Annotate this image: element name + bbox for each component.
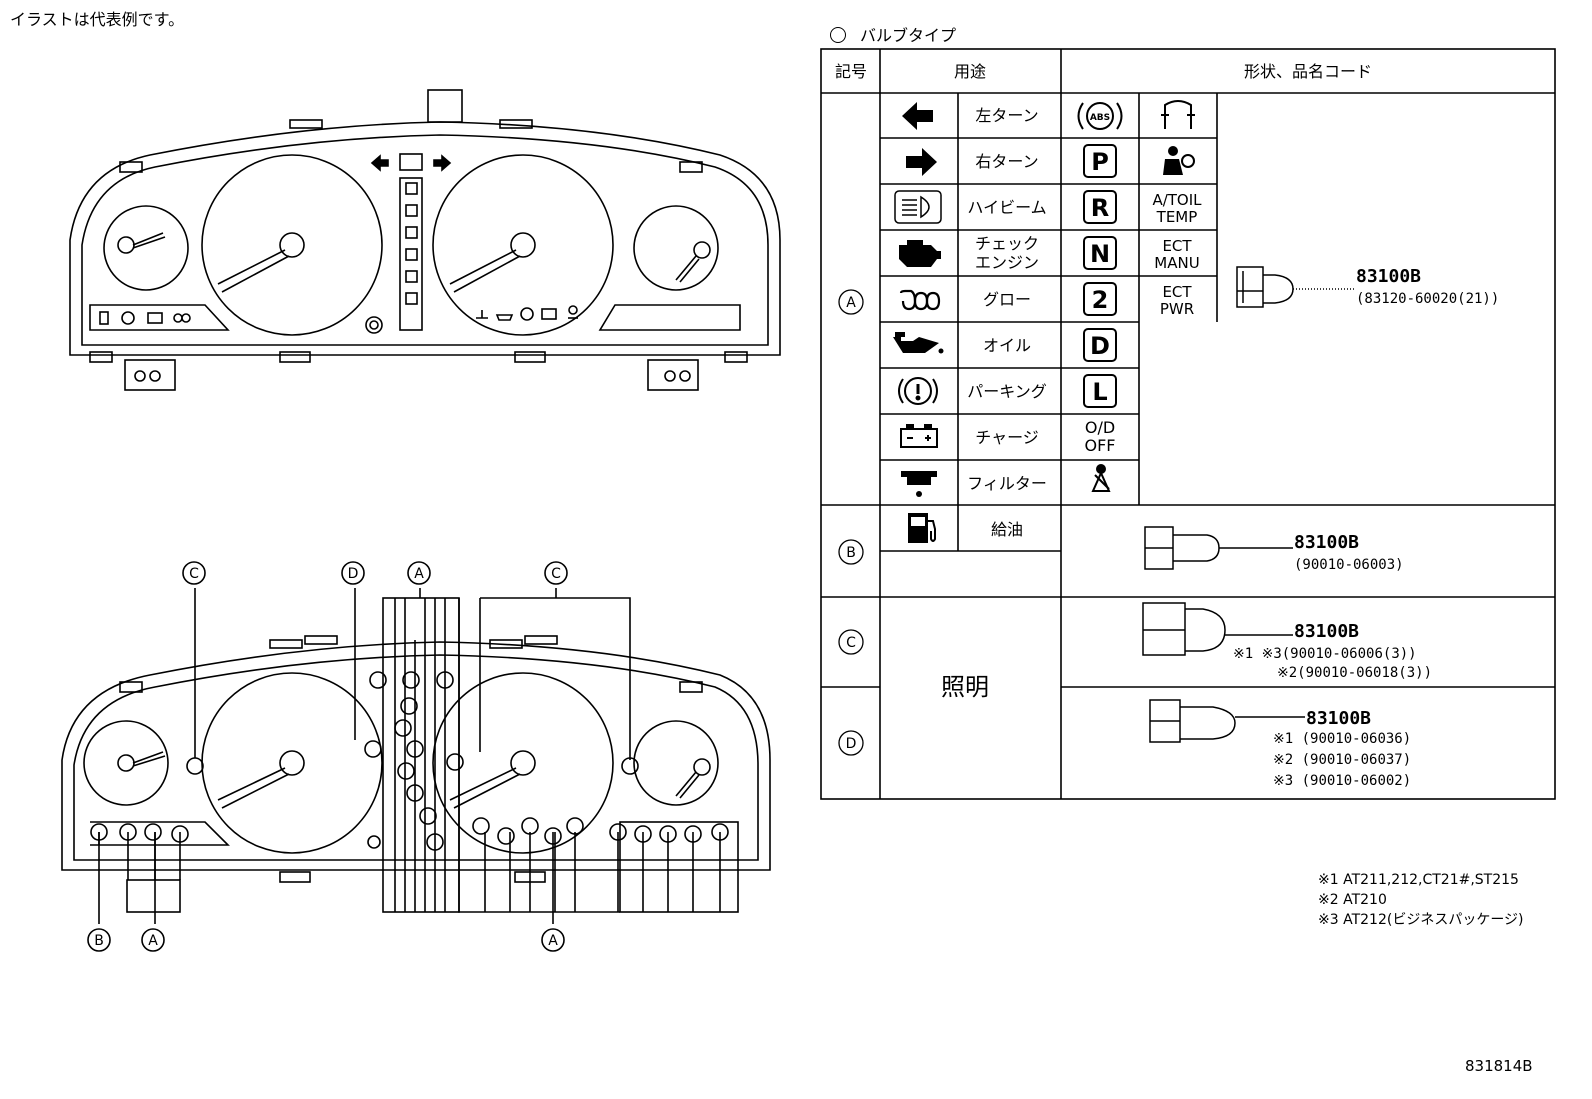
cluster-top-illustration bbox=[69, 89, 781, 391]
check-engine-icon bbox=[899, 240, 941, 267]
row-d-symbol: D bbox=[846, 736, 857, 752]
footnote-3: ※3 AT212(ビジネスパッケージ) bbox=[1318, 912, 1524, 928]
header-shape-code: 形状、品名コード bbox=[1244, 62, 1372, 81]
part-b-sub: (90010-06003) bbox=[1294, 557, 1404, 573]
ect-pwr-top: ECT bbox=[1162, 283, 1192, 301]
gear-r: R bbox=[1091, 194, 1109, 222]
fuel-pump-icon bbox=[908, 513, 936, 543]
bulb-c-icon bbox=[1142, 602, 1293, 656]
at-oil-label: A/TOIL bbox=[1152, 191, 1202, 209]
gear-n: N bbox=[1090, 240, 1110, 268]
temp-label: TEMP bbox=[1156, 208, 1198, 226]
footnotes: ※1 AT211,212,CT21#,ST215 ※2 AT210 ※3 AT2… bbox=[1318, 870, 1524, 930]
gear-p: P bbox=[1091, 148, 1109, 176]
use-check-engine-1: チェック bbox=[975, 234, 1039, 253]
ect-pwr-bottom: PWR bbox=[1160, 300, 1194, 318]
diagram-label-b: B bbox=[94, 933, 104, 949]
header-use: 用途 bbox=[954, 62, 986, 81]
od-bottom: OFF bbox=[1085, 436, 1116, 455]
drawing-number: 831814B bbox=[1465, 1057, 1533, 1075]
footnote-2: ※2 AT210 bbox=[1318, 892, 1387, 908]
diagram-label-a-left: A bbox=[148, 933, 158, 949]
part-d-sub2: ※2 (90010-06037) bbox=[1273, 752, 1411, 768]
left-turn-icon bbox=[902, 102, 933, 130]
fuel-filter-icon bbox=[901, 471, 937, 497]
use-left-turn: 左ターン bbox=[975, 106, 1038, 125]
use-high-beam: ハイビーム bbox=[967, 198, 1046, 217]
diagram-label-d: D bbox=[348, 566, 359, 582]
door-ajar-icon bbox=[1161, 100, 1195, 129]
header-symbol: 記号 bbox=[835, 62, 867, 81]
diagram-label-a-top: A bbox=[414, 566, 424, 582]
use-icons bbox=[893, 102, 944, 543]
high-beam-icon bbox=[894, 190, 942, 224]
ect-manu-bottom: MANU bbox=[1154, 254, 1199, 272]
bulb-a-icon bbox=[1236, 266, 1355, 308]
oil-pressure-icon bbox=[893, 332, 944, 354]
part-a-sub: (83120-60020(21)) bbox=[1356, 291, 1499, 307]
use-illumination: 照明 bbox=[941, 673, 989, 701]
use-check-engine-2: エンジン bbox=[975, 253, 1039, 272]
diagram-label-c-right: C bbox=[551, 566, 561, 582]
row-a-symbol: A bbox=[846, 295, 856, 311]
use-fuel: 給油 bbox=[991, 520, 1023, 539]
right-turn-icon bbox=[906, 148, 937, 176]
part-b: 83100B bbox=[1294, 532, 1359, 553]
seatbelt-icon bbox=[1091, 464, 1111, 492]
part-c-sub2: ※2(90010-06018(3)) bbox=[1277, 665, 1432, 681]
airbag-icon bbox=[1163, 146, 1195, 175]
use-right-turn: 右ターン bbox=[975, 152, 1038, 171]
charge-battery-icon bbox=[900, 424, 938, 448]
gear-2: 2 bbox=[1092, 286, 1109, 314]
part-a: 83100B bbox=[1356, 266, 1421, 287]
use-glow: グロー bbox=[983, 290, 1031, 309]
use-parking: パーキング bbox=[967, 382, 1047, 401]
gear-d: D bbox=[1090, 332, 1110, 360]
part-c: 83100B bbox=[1294, 621, 1359, 642]
row-b-symbol: B bbox=[846, 545, 856, 561]
row-c-symbol: C bbox=[846, 635, 856, 651]
part-d-sub1: ※1 (90010-06036) bbox=[1273, 731, 1411, 747]
diagram-label-a-bottom: A bbox=[548, 933, 558, 949]
bulb-d-icon bbox=[1149, 699, 1305, 743]
part-c-sub1: ※1 ※3(90010-06006(3)) bbox=[1233, 646, 1417, 662]
gear-l: L bbox=[1092, 378, 1107, 406]
cluster-bottom-illustration bbox=[61, 561, 771, 952]
legend-text: バルブタイプ bbox=[860, 26, 957, 45]
cluster-drawings: C D A C B A A bbox=[61, 89, 781, 952]
bulb-b-icon bbox=[1144, 526, 1293, 570]
part-d: 83100B bbox=[1306, 708, 1371, 729]
parking-brake-icon bbox=[898, 377, 938, 405]
bulb-table: 記号 用途 形状、品名コード A B C D bbox=[820, 48, 1556, 800]
svg-text:ABS: ABS bbox=[1090, 113, 1110, 123]
note-illustration: イラストは代表例です。 bbox=[10, 10, 185, 29]
abs-icon bbox=[1077, 102, 1123, 130]
legend-circle-icon bbox=[830, 27, 846, 43]
part-d-sub3: ※3 (90010-06002) bbox=[1273, 773, 1411, 789]
use-charge: チャージ bbox=[975, 428, 1039, 447]
glow-plug-icon bbox=[899, 289, 941, 311]
footnote-1: ※1 AT211,212,CT21#,ST215 bbox=[1318, 872, 1519, 888]
use-oil: オイル bbox=[983, 336, 1031, 355]
use-filter: フィルター bbox=[967, 474, 1047, 493]
legend-bulb-type: バルブタイプ bbox=[830, 22, 956, 46]
diagram-label-c-left: C bbox=[189, 566, 199, 582]
ect-manu-top: ECT bbox=[1162, 237, 1192, 255]
od-top: O/D bbox=[1085, 418, 1115, 437]
